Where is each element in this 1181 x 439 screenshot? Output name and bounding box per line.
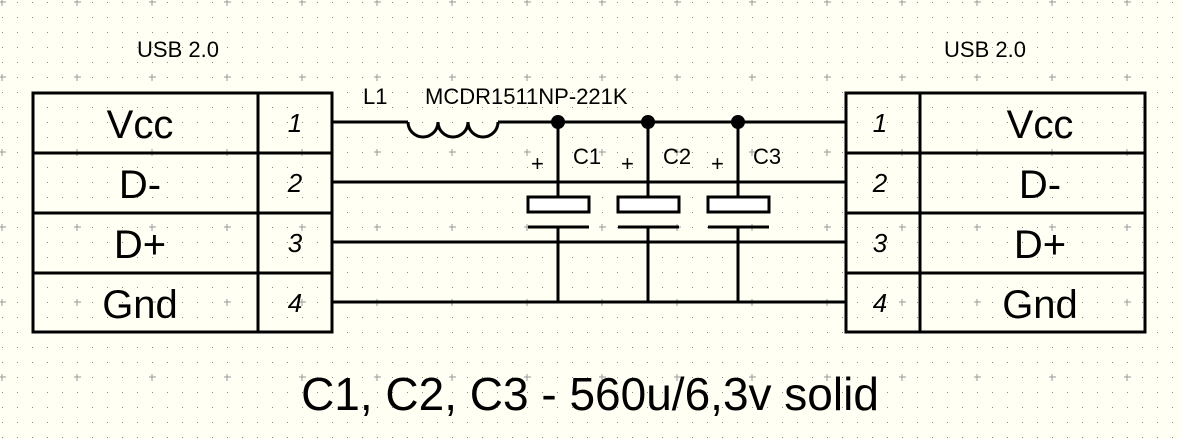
right-pin-number: 4	[873, 288, 887, 318]
capacitor-c2	[616, 122, 681, 302]
inductor-l1	[406, 121, 500, 139]
inductor-part: MCDR1511NP-221K	[425, 84, 628, 109]
c1-ref: C1	[573, 144, 601, 169]
right-pin-name: D-	[1019, 163, 1061, 207]
left-pin-name: Gnd	[102, 283, 178, 327]
left-pin-number: 4	[288, 288, 302, 318]
left-pin-name: Vcc	[107, 103, 174, 147]
left-pin-name: D-	[119, 163, 161, 207]
right-connector-body	[844, 91, 1147, 334]
c3-ref: C3	[753, 144, 781, 169]
capacitor-note: C1, C2, C3 - 560u/6,3v solid	[301, 368, 879, 420]
left-connector-body	[31, 91, 334, 334]
left-connector-title: USB 2.0	[137, 37, 219, 62]
right-connector-title: USB 2.0	[944, 37, 1026, 62]
capacitor-c1	[526, 122, 591, 302]
junction-dot	[731, 115, 745, 129]
inductor-ref: L1	[363, 84, 387, 109]
right-pin-name: D+	[1014, 223, 1066, 267]
junction-dot	[551, 115, 565, 129]
right-pin-number: 1	[873, 108, 887, 138]
c2-ref: C2	[663, 144, 691, 169]
wires	[332, 120, 846, 304]
right-pin-name: Gnd	[1002, 283, 1078, 327]
left-pin-number: 3	[288, 228, 303, 258]
right-pin-number: 2	[872, 168, 888, 198]
c2-polarity: +	[621, 151, 634, 176]
right-pin-name: Vcc	[1007, 103, 1074, 147]
left-pin-name: D+	[114, 223, 166, 267]
right-pin-number: 3	[873, 228, 888, 258]
left-pin-number: 2	[287, 168, 303, 198]
c1-polarity: +	[531, 151, 544, 176]
c3-polarity: +	[711, 151, 724, 176]
capacitor-c3	[706, 122, 771, 302]
left-pin-number: 1	[288, 108, 302, 138]
junction-dot	[641, 115, 655, 129]
